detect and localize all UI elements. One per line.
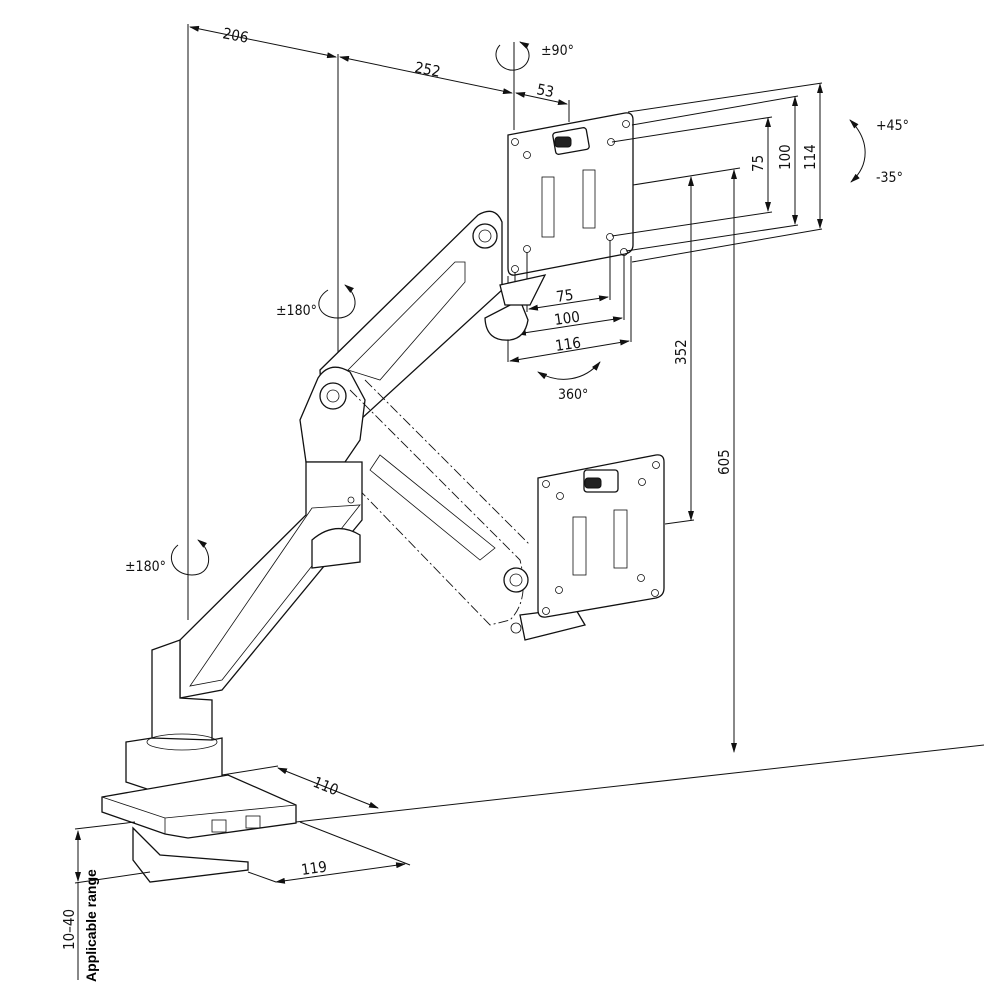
vesa-plate-upper: [507, 112, 634, 276]
tilt-indicator: +45° -35°: [849, 118, 909, 186]
lower-arm-segment: [179, 461, 363, 699]
elbow-joint-icon: [319, 382, 347, 410]
vesa-plate-lower: [537, 454, 665, 618]
rotate-arrow-icon: [495, 41, 530, 71]
angle-label-tilt-up: +45°: [876, 118, 909, 134]
rotation-indicator: 360°: [537, 361, 601, 403]
dim-label-vesa-100-w: 100: [553, 308, 581, 329]
reach-dimensions: 206 252 53: [187, 24, 570, 620]
dim-line-53: [515, 91, 568, 106]
angle-label-rotation: 360°: [558, 387, 588, 403]
dim-label-53: 53: [535, 80, 555, 101]
lower-arm: [151, 461, 363, 743]
dim-label-vesa-75-h: 75: [749, 155, 767, 172]
dim-label-119: 119: [300, 858, 328, 879]
plate-slot: [613, 509, 628, 569]
dim-label-desk-thickness: 10–40: [60, 909, 78, 950]
rotate-arrow-icon: [170, 539, 209, 576]
height-dimensions: 352 605: [632, 167, 741, 753]
head-swivel-indicator: ±90°: [495, 41, 574, 71]
elbow-swivel-indicator: ±180°: [276, 284, 356, 319]
tilt-knob-icon: [554, 136, 572, 148]
plate-slot: [541, 176, 555, 238]
rotate-360-arrow-icon: [537, 361, 601, 380]
angle-label-elbow-swivel: ±180°: [276, 303, 317, 319]
desk-thickness-dimension: 10–40 Applicable range: [60, 821, 151, 982]
dim-label-206: 206: [221, 24, 250, 47]
base-swivel-indicator: ±180°: [125, 539, 209, 576]
cable-slot: [211, 819, 227, 833]
tilt-knob-icon: [584, 477, 602, 489]
angle-label-tilt-down: -35°: [876, 170, 903, 186]
angle-label-base-swivel: ±180°: [125, 559, 166, 575]
dim-label-plate-116-w: 116: [554, 334, 582, 355]
plate-slot: [582, 169, 596, 229]
applicable-range-label: Applicable range: [83, 869, 99, 982]
dim-label-vesa-75-w: 75: [555, 286, 575, 306]
plate-outline: [507, 112, 634, 276]
angle-label-head-swivel: ±90°: [541, 43, 574, 59]
cable-slot: [245, 815, 261, 829]
dim-line-252: [339, 55, 513, 95]
clamp-bottom-plate: [132, 826, 249, 883]
vesa-height-dimensions: 75 100 114: [611, 82, 823, 263]
dim-label-252: 252: [413, 58, 442, 81]
dim-line-206: [189, 25, 337, 59]
plate-slot: [572, 516, 587, 576]
clamp-top-plate: [101, 774, 297, 839]
dim-label-plate-114-h: 114: [801, 144, 819, 170]
rotate-arrow-icon: [318, 284, 356, 319]
joint-icon: [472, 223, 498, 249]
arm-joint-elbow: [299, 366, 366, 463]
dim-label-605: 605: [715, 449, 733, 475]
dim-label-110: 110: [311, 773, 342, 799]
arm-lowered-position: [339, 379, 587, 641]
plate-outline: [537, 454, 665, 618]
tilt-arrow-icon: [849, 119, 866, 183]
pole-collar: [125, 737, 223, 791]
dim-label-352: 352: [672, 339, 690, 365]
dim-label-vesa-100-h: 100: [776, 144, 794, 170]
base-dimensions: 110 119: [221, 744, 984, 884]
joint-icon: [503, 567, 529, 593]
desk-clamp: [101, 733, 297, 883]
